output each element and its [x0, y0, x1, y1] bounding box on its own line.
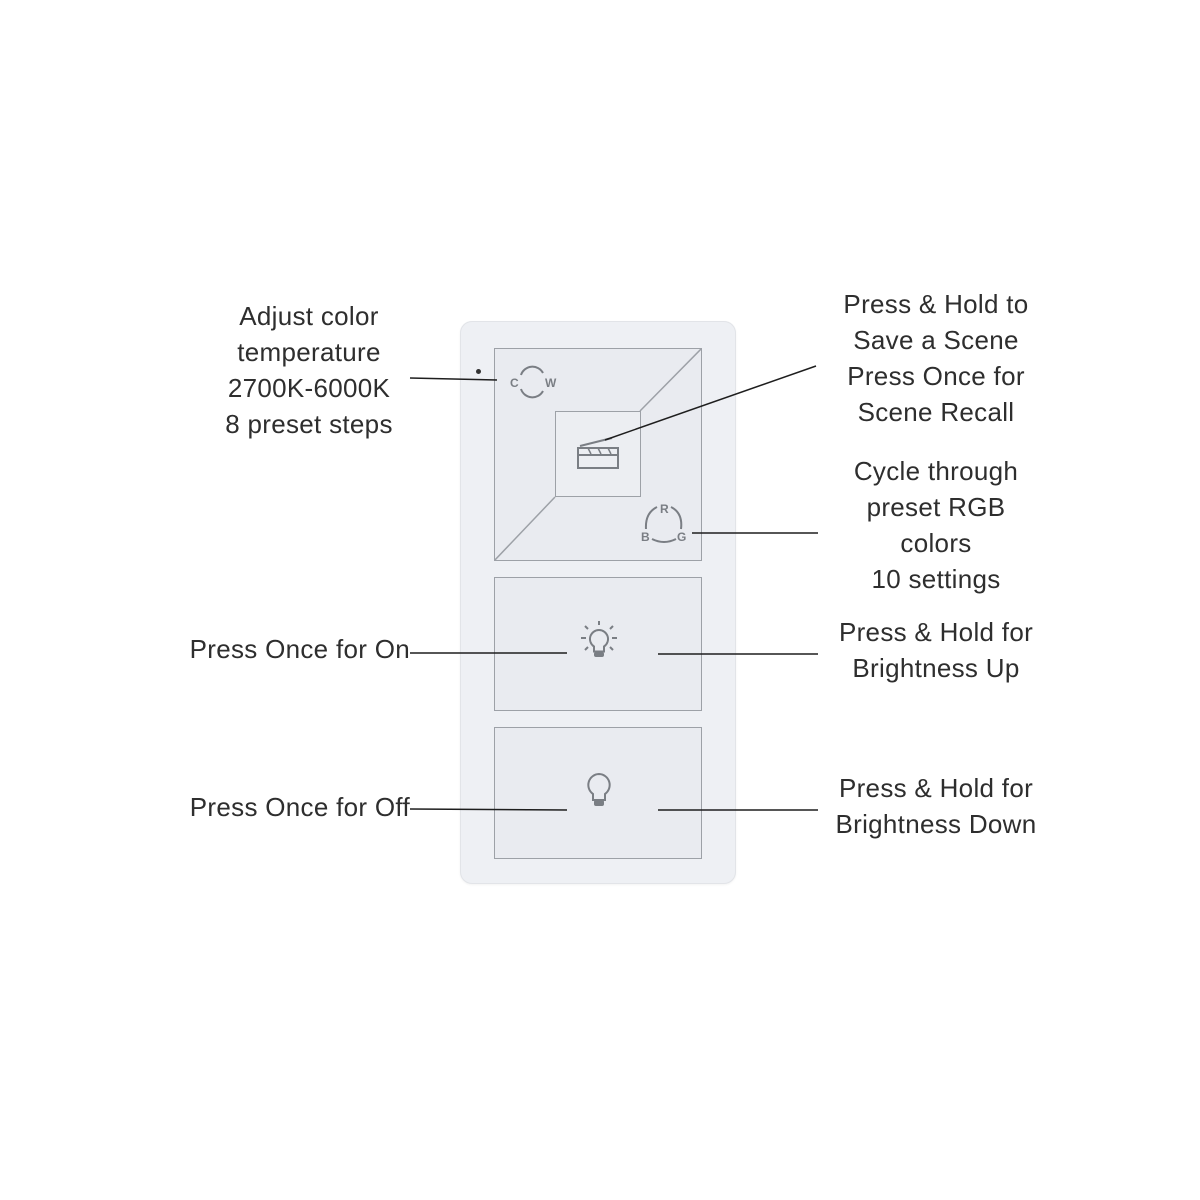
- on-brightness-up-button[interactable]: [494, 577, 702, 711]
- callout-color-temperature: Adjust color temperature 2700K-6000K 8 p…: [200, 298, 418, 442]
- callout-line: Save a Scene: [853, 325, 1019, 355]
- callout-line: Scene Recall: [857, 397, 1015, 427]
- rgb-cycle-icon: R B G: [641, 502, 686, 544]
- callout-line: Press & Hold for: [838, 773, 1034, 803]
- color-temperature-icon: C W: [510, 365, 557, 399]
- callout-line: Brightness Down: [835, 809, 1037, 839]
- callout-line: Adjust color: [239, 301, 379, 331]
- callout-line: Brightness Up: [852, 653, 1020, 683]
- callout-line: 8 preset steps: [225, 409, 393, 439]
- svg-text:B: B: [641, 530, 650, 544]
- off-brightness-down-button[interactable]: [494, 727, 702, 859]
- svg-text:R: R: [660, 502, 669, 516]
- callout-brightness-down: Press & Hold for Brightness Down: [816, 770, 1056, 842]
- callout-rgb-cycle: Cycle through preset RGB colors 10 setti…: [816, 453, 1056, 597]
- light-on-icon: [581, 621, 617, 657]
- callout-line: 10 settings: [871, 564, 1001, 594]
- callout-line: Press Once for On: [189, 634, 410, 664]
- callout-press-once-on: Press Once for On: [150, 631, 410, 667]
- status-led: [476, 369, 481, 374]
- scene-button[interactable]: [555, 411, 641, 497]
- callout-line: 2700K-6000K: [227, 373, 391, 403]
- svg-text:C: C: [510, 376, 519, 390]
- remote-control: C W R B G: [460, 321, 736, 884]
- light-off-icon: [587, 772, 611, 806]
- callout-line: colors: [900, 528, 972, 558]
- svg-text:G: G: [677, 530, 686, 544]
- callout-line: Press Once for: [847, 361, 1025, 391]
- callout-line: Press & Hold to: [843, 289, 1029, 319]
- callout-press-once-off: Press Once for Off: [150, 789, 410, 825]
- callout-line: Press & Hold for: [838, 617, 1034, 647]
- callout-line: temperature: [237, 337, 381, 367]
- color-scene-rgb-button[interactable]: C W R B G: [493, 347, 702, 561]
- callout-line: Press Once for Off: [189, 792, 410, 822]
- svg-text:W: W: [545, 376, 557, 390]
- callout-scene: Press & Hold to Save a Scene Press Once …: [816, 286, 1056, 430]
- callout-line: Cycle through: [853, 456, 1019, 486]
- scene-clapperboard-icon: [577, 437, 619, 469]
- callout-brightness-up: Press & Hold for Brightness Up: [816, 614, 1056, 686]
- callout-line: preset RGB: [866, 492, 1006, 522]
